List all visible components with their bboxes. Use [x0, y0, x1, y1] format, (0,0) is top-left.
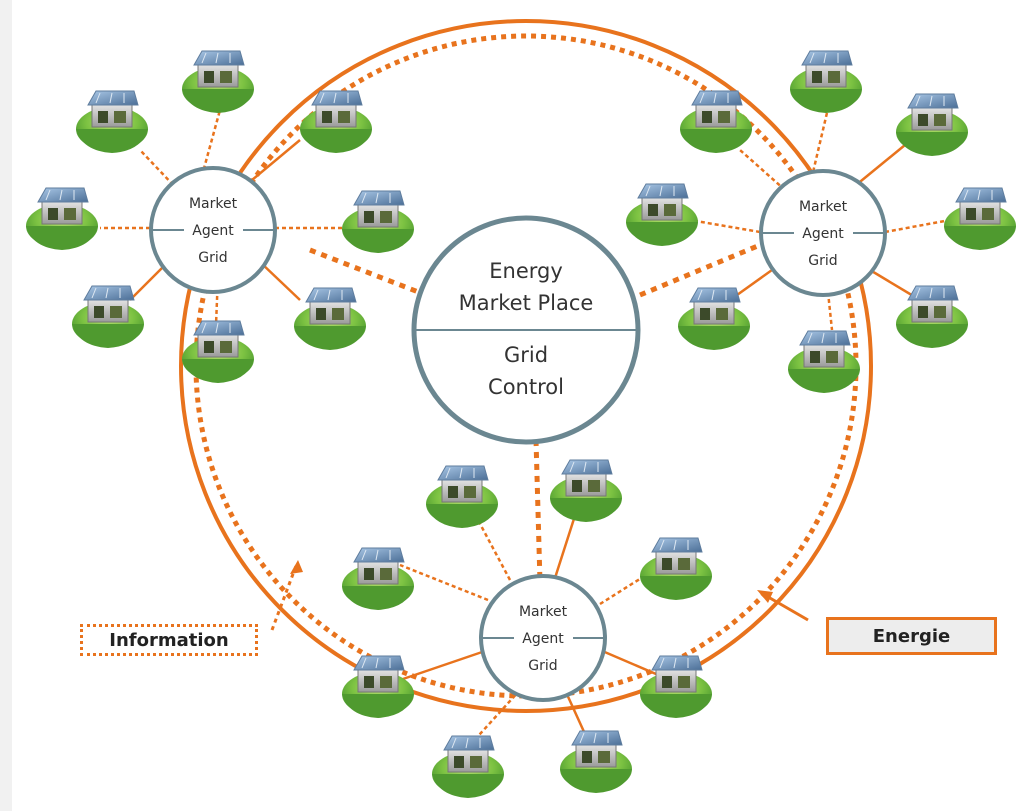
- solar-house-icon: [25, 187, 99, 251]
- center-node: Energy Market Place Grid Control: [411, 215, 641, 445]
- center-title-line2: Market Place: [459, 291, 594, 315]
- solar-house-icon: [639, 537, 713, 601]
- hub-label-line3: Grid: [808, 253, 837, 269]
- solar-house-icon: [431, 735, 505, 799]
- hub-label-line1: Market: [799, 199, 848, 215]
- solar-house-icon: [341, 190, 415, 254]
- hub-label-line2: Agent: [192, 223, 234, 239]
- market-agent-hub-bottom: Market Agent Grid: [479, 574, 607, 702]
- center-subtitle-line2: Control: [488, 375, 564, 399]
- solar-house-icon: [549, 459, 623, 523]
- hub-label-line3: Grid: [198, 250, 227, 266]
- market-agent-hub-right: Market Agent Grid: [759, 169, 887, 297]
- energy-arrowhead: [757, 590, 773, 603]
- center-hub-links: [309, 242, 761, 583]
- hub-label-line2: Agent: [522, 631, 564, 647]
- solar-house-icon: [625, 183, 699, 247]
- solar-house-icon: [293, 287, 367, 351]
- solar-house-icon: [75, 90, 149, 154]
- market-agent-hub-left: Market Agent Grid: [149, 166, 277, 294]
- hub-label-line3: Grid: [528, 658, 557, 674]
- center-title-line1: Energy: [489, 259, 563, 283]
- information-arrowhead: [290, 560, 303, 574]
- left-margin-strip: [0, 0, 12, 811]
- solar-house-icon: [299, 90, 373, 154]
- hub-label-line2: Agent: [802, 226, 844, 242]
- solar-house-icon: [679, 90, 753, 154]
- solar-house-icon: [341, 547, 415, 611]
- solar-house-icon: [425, 465, 499, 529]
- solar-house-icon: [787, 330, 861, 394]
- energy-ring: [179, 19, 873, 713]
- solar-house-icon: [559, 730, 633, 794]
- hub-label-line1: Market: [519, 604, 568, 620]
- solar-house-icon: [677, 287, 751, 351]
- legend-information: Information: [80, 624, 258, 656]
- legend-energy: Energie: [826, 617, 997, 655]
- information-arrow: [270, 565, 298, 631]
- energy-arrow: [762, 592, 809, 622]
- solar-house-icon: [943, 187, 1017, 251]
- solar-house-icon: [789, 50, 863, 114]
- solar-house-icon: [895, 285, 969, 349]
- solar-house-icon: [181, 50, 255, 114]
- hub-label-line1: Market: [189, 196, 238, 212]
- solar-house-icon: [181, 320, 255, 384]
- solar-house-icon: [895, 93, 969, 157]
- center-subtitle-line1: Grid: [504, 343, 548, 367]
